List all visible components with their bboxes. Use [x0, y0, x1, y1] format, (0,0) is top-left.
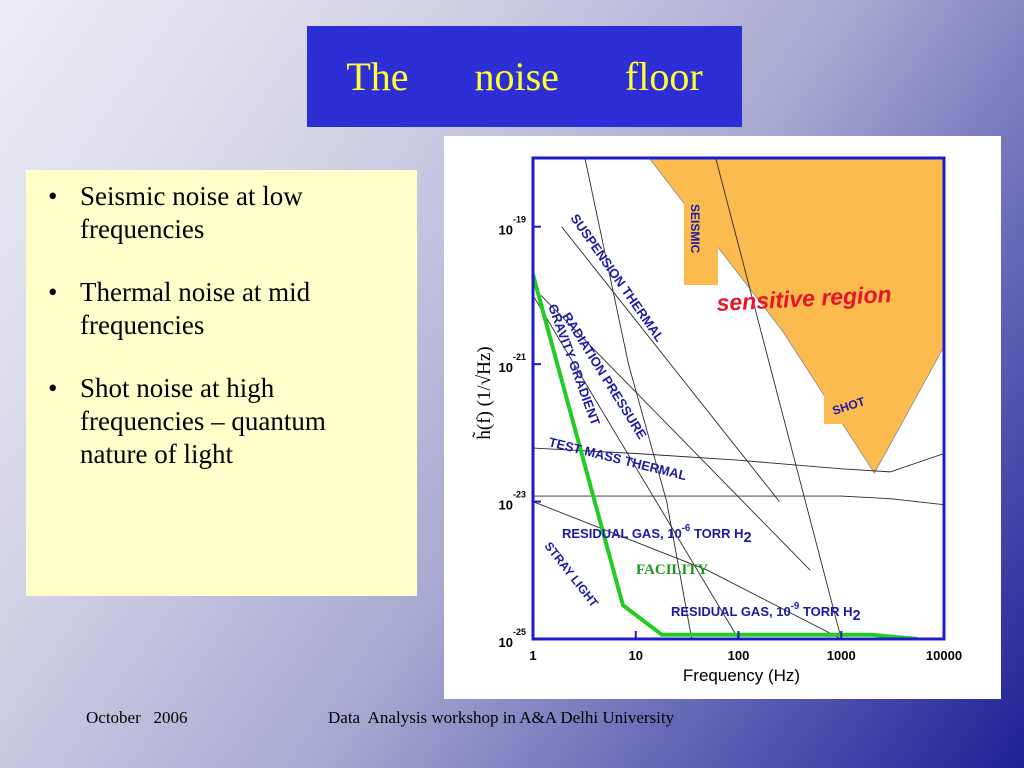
annotation-superscript: -9	[791, 601, 800, 612]
bullet-dot: •	[48, 181, 58, 211]
y-tick-exponent: -19	[513, 215, 526, 225]
y-axis-label: h̃(f) (1/√Hz)	[472, 346, 495, 439]
y-tick-exponent: -21	[513, 352, 526, 362]
footer-date: October 2006	[86, 708, 188, 727]
bullet-box: • Seismic noise at low frequencies • The…	[26, 170, 417, 596]
series-suspension-thermal	[561, 226, 780, 502]
annotation-test-mass-thermal: TEST MASS THERMAL	[547, 434, 688, 483]
x-tick-label: 10000	[926, 648, 962, 663]
annotation-tail: TORR H	[690, 526, 743, 541]
annotation-residual-gas-10: RESIDUAL GAS, 10-6 TORR H2	[562, 523, 752, 546]
annotation-residual-gas-10: RESIDUAL GAS, 10-9 TORR H2	[671, 601, 861, 624]
y-tick-label: 10-21	[499, 352, 526, 375]
x-axis-label: Frequency (Hz)	[683, 666, 800, 685]
annotation-stray-light: STRAY LIGHT	[542, 539, 602, 610]
series-gravity-gradient	[533, 295, 739, 639]
series-seismic	[584, 158, 693, 639]
annotation-subscript: 2	[853, 608, 861, 624]
annotation-superscript: -6	[682, 523, 691, 534]
seismic-label-box	[684, 199, 718, 285]
bullet-text: Shot noise at high frequencies – quantum…	[80, 373, 326, 469]
annotation-seismic: SEISMIC	[688, 204, 702, 254]
series-radiation-pressure	[540, 295, 811, 571]
bullet-text: Seismic noise at low frequencies	[80, 181, 303, 244]
bullet-text: Thermal noise at mid frequencies	[80, 277, 311, 340]
x-tick-label: 10	[629, 648, 643, 663]
bullet-item: • Shot noise at high frequencies – quant…	[48, 372, 399, 471]
annotation-facility: FACILITY	[636, 562, 708, 578]
y-tick-label: 10-23	[499, 490, 526, 513]
bullet-dot: •	[48, 373, 58, 403]
y-tick-exponent: -23	[513, 490, 526, 500]
bullet-dot: •	[48, 277, 58, 307]
annotation-tail: TORR H	[799, 604, 852, 619]
bullet-item: • Seismic noise at low frequencies	[48, 180, 399, 246]
series-stray-light	[533, 501, 842, 639]
series-test-mass-thermal	[533, 447, 944, 473]
shot-label-box	[824, 380, 890, 424]
y-tick-exponent: -25	[513, 627, 526, 637]
noise-floor-chart: 1 10 100 1000 10000 10-19 10-21 10-23 10-25Frequ…	[472, 156, 962, 685]
title-box: The noise floor	[307, 26, 742, 127]
bullet-item: • Thermal noise at mid frequencies	[48, 276, 399, 342]
series-shot	[715, 158, 842, 639]
series-residual-gas-10-6-torr-h2	[533, 495, 944, 506]
annotation-subscript: 2	[744, 530, 752, 546]
slide-title: The noise floor	[346, 54, 703, 99]
x-tick-label: 1	[529, 648, 536, 663]
x-tick-label: 1000	[827, 648, 856, 663]
y-tick-label: 10-25	[499, 627, 526, 650]
y-tick-label: 10-19	[499, 215, 526, 238]
x-tick-label: 100	[728, 648, 750, 663]
footer-event: Data Analysis workshop in A&A Delhi Univ…	[328, 708, 675, 727]
